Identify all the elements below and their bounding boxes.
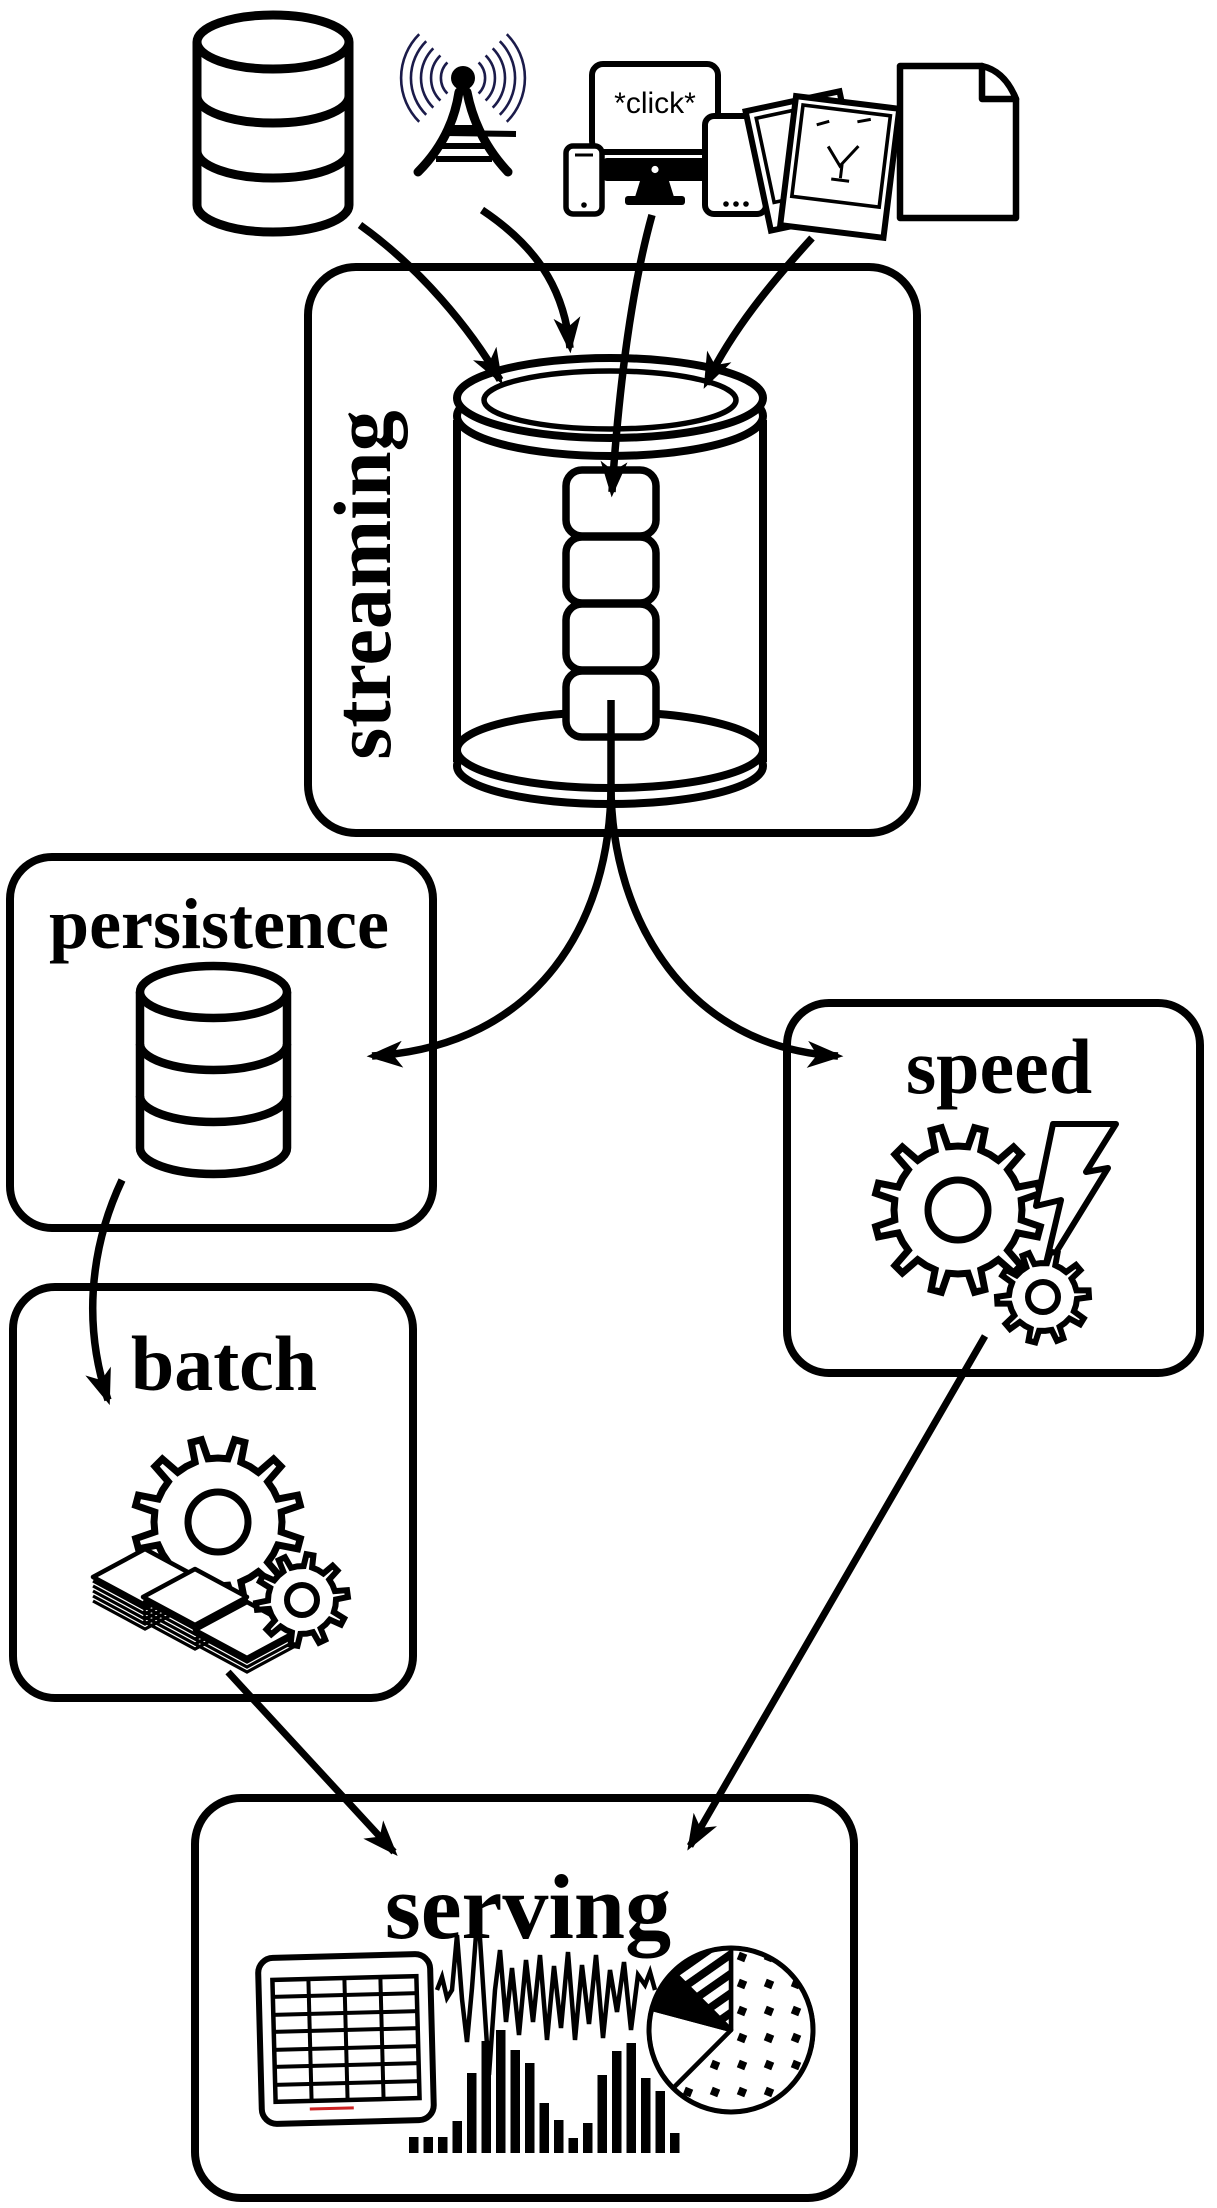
- edge-speed-to-serving: [686, 1334, 989, 1851]
- lightning-bolt-icon: [1033, 1121, 1119, 1275]
- edge-streaming-to-persistence: [366, 700, 615, 1068]
- document-icon: [896, 62, 1020, 222]
- source-database: [192, 10, 354, 237]
- phone-icon: [563, 143, 605, 217]
- red-underline: [309, 2106, 354, 2111]
- edge-persistence-to-batch: [85, 1178, 126, 1406]
- node-speed: speed: [783, 999, 1204, 1377]
- source-media-files: [742, 62, 1020, 242]
- connectors: [85, 206, 989, 1856]
- spreadsheet-table-icon: [255, 1951, 437, 2127]
- waveform-icon: [434, 1907, 658, 2076]
- monitor-stand: [635, 181, 674, 197]
- node-batch: batch: [9, 1283, 417, 1702]
- node-persistence: persistence: [6, 853, 437, 1232]
- source-user-devices: *click*: [563, 61, 769, 217]
- monitor-screen: [589, 61, 721, 155]
- pie-chart-icon: [646, 1945, 816, 2115]
- persistence-title: persistence: [49, 884, 389, 964]
- queue-messages: [562, 466, 660, 741]
- batch-title: batch: [131, 1320, 317, 1407]
- edge-sensors-to-streaming: [479, 206, 581, 354]
- edge-media-to-streaming: [702, 235, 815, 389]
- bar-chart-icon: [409, 2030, 680, 2153]
- source-sensors: [399, 33, 527, 177]
- node-serving: serving: [191, 1794, 858, 2202]
- streaming-title: streaming: [317, 410, 408, 759]
- click-label: *click*: [614, 87, 696, 120]
- serving-title: serving: [385, 1856, 671, 1958]
- edge-batch-to-serving: [225, 1669, 398, 1856]
- edge-streaming-to-speed: [607, 784, 844, 1068]
- photos-document-icon: [742, 62, 1020, 242]
- edge-devices-to-streaming: [600, 213, 656, 498]
- radio-tower-icon: [399, 33, 527, 177]
- signal-waves: [399, 33, 527, 123]
- gears-lightning-icon: [871, 1121, 1119, 1346]
- photo-front-icon: [776, 92, 903, 242]
- gears-paper-stacks-icon: [90, 1435, 352, 1674]
- photo-sketch: [816, 117, 872, 183]
- speed-title: speed: [906, 1023, 1092, 1110]
- database-cylinder-icon: [192, 10, 354, 237]
- devices-click-icon: *click*: [563, 61, 769, 217]
- persistence-database-icon: [135, 961, 292, 1179]
- edge-database-to-streaming: [357, 221, 504, 385]
